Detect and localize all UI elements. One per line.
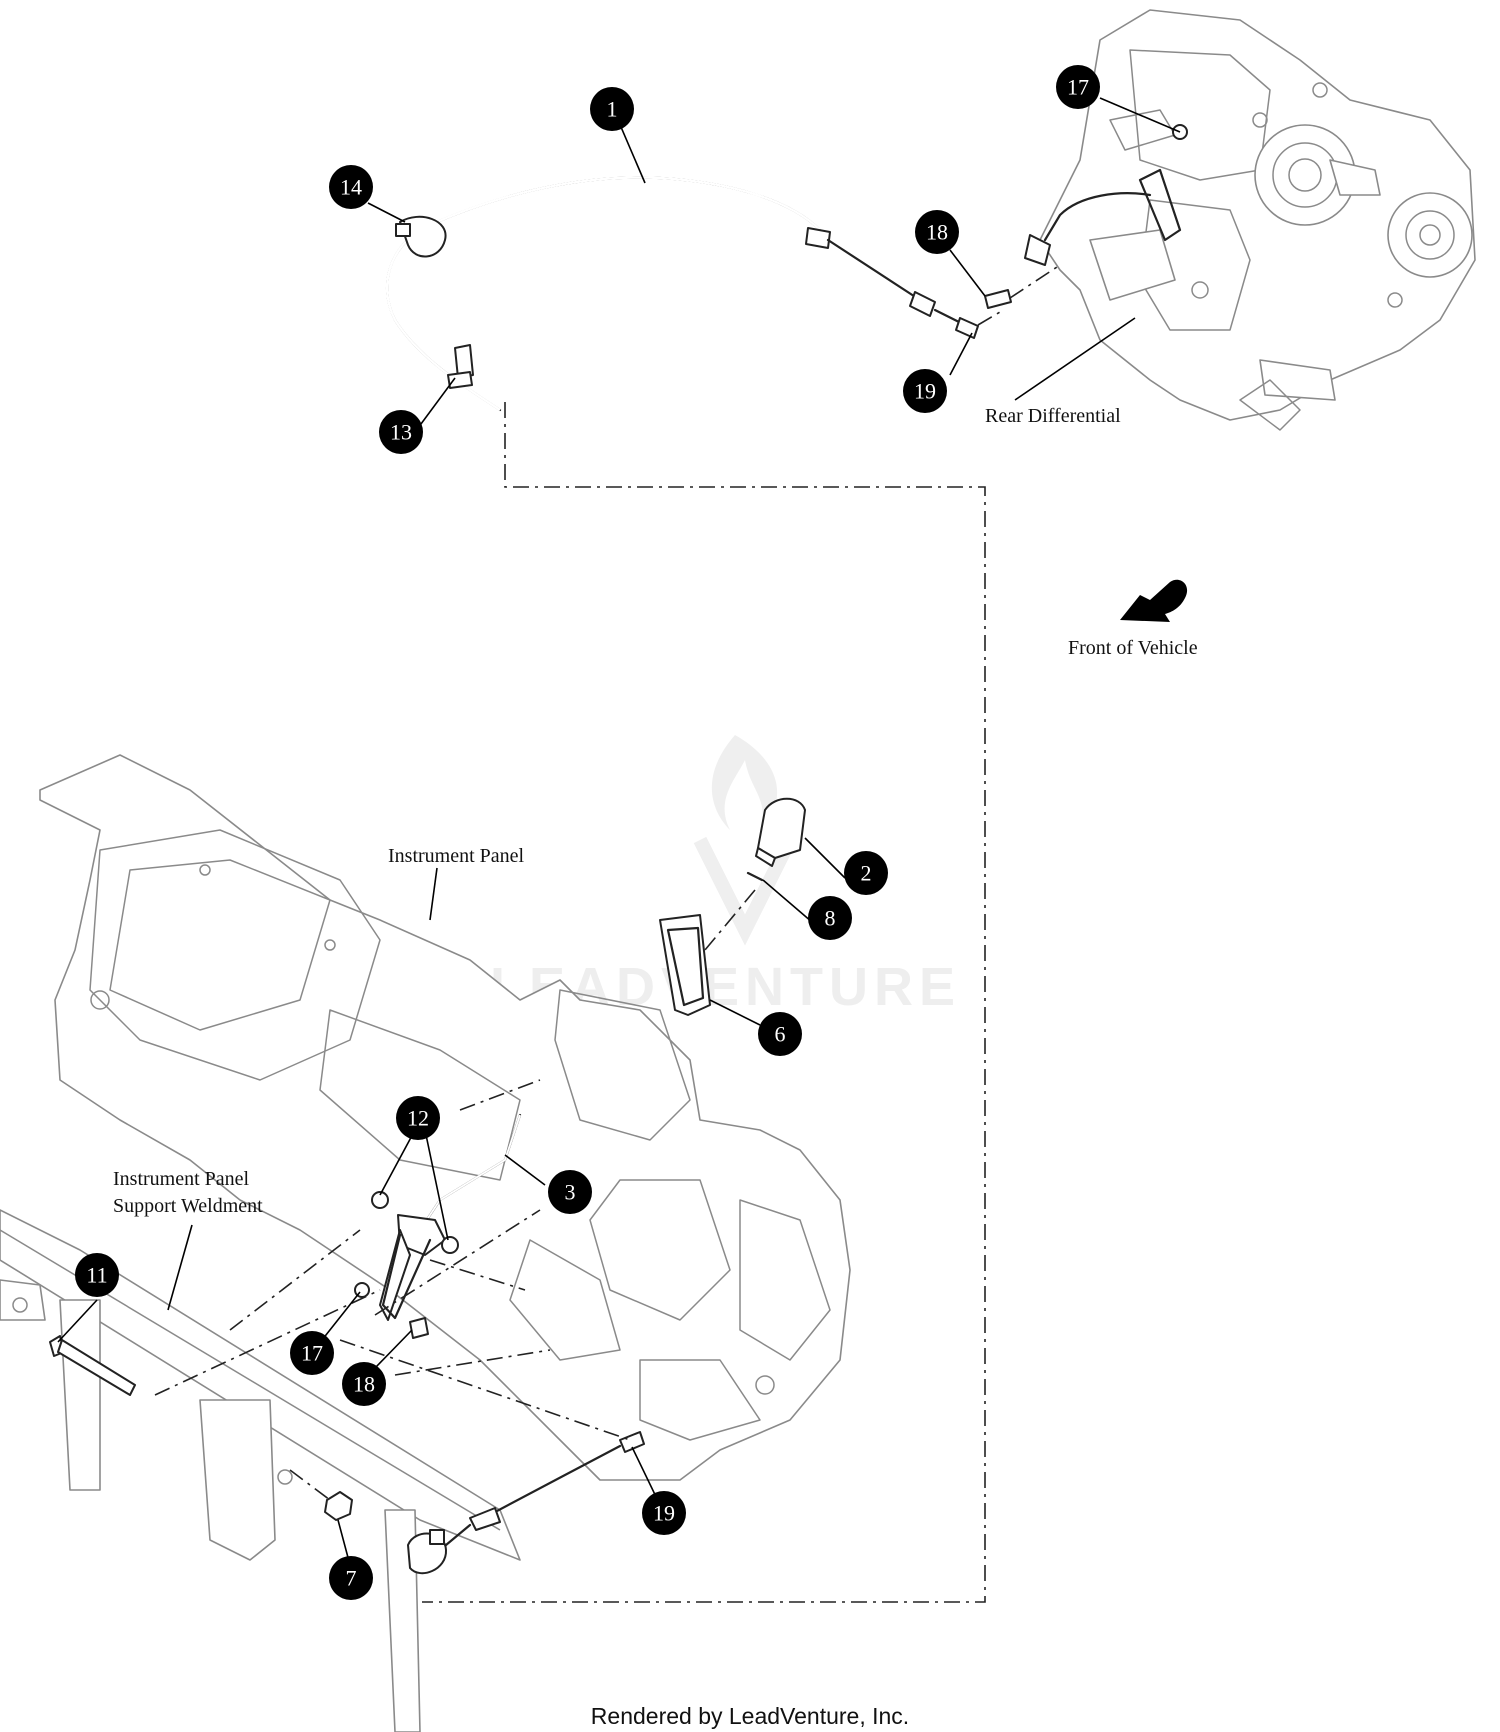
shifter-lever-drawing <box>354 1113 522 1339</box>
callout-19-top: 19 <box>903 369 947 413</box>
callout-7: 7 <box>329 1556 373 1600</box>
label-front-of-vehicle: Front of Vehicle <box>1068 637 1198 659</box>
callout-1: 2 <box>844 851 888 895</box>
label-support-weldment-line1: Instrument Panel <box>113 1168 250 1190</box>
dash-connector <box>154 1289 381 1396</box>
callout-19-bottom: 19 <box>642 1491 686 1535</box>
footer-credit: Rendered by LeadVenture, Inc. <box>591 1703 909 1729</box>
svg-text:2: 2 <box>861 861 872 886</box>
dash-connector <box>459 1079 541 1111</box>
dash-connector <box>977 311 1001 326</box>
dash-connector <box>394 1349 551 1376</box>
callout-2: 3 <box>548 1170 592 1214</box>
dash-connector <box>229 1229 361 1331</box>
dash-connector <box>1009 264 1061 299</box>
callout-12: 12 <box>396 1096 440 1140</box>
svg-text:18: 18 <box>926 220 948 245</box>
dash-connector <box>374 1209 541 1316</box>
rear-differential-drawing <box>1024 9 1476 431</box>
callout-14: 14 <box>329 165 373 209</box>
callout-17-top: 17 <box>1056 65 1100 109</box>
svg-text:17: 17 <box>301 1341 323 1366</box>
callout-17-bottom: 17 <box>290 1331 334 1375</box>
callout-6: 6 <box>758 1012 802 1056</box>
svg-text:8: 8 <box>825 906 836 931</box>
label-support-weldment-line2: Support Weldment <box>113 1195 263 1217</box>
shift-cable-drawing <box>385 176 1012 412</box>
label-rear-differential: Rear Differential <box>985 405 1121 427</box>
callout-11: 11 <box>75 1253 119 1297</box>
svg-text:3: 3 <box>565 1180 576 1205</box>
svg-text:13: 13 <box>390 420 412 445</box>
svg-text:14: 14 <box>340 175 362 200</box>
svg-text:12: 12 <box>407 1106 429 1131</box>
svg-text:19: 19 <box>914 379 936 404</box>
dash-connector <box>339 1339 631 1441</box>
watermark: LEADVENTURE <box>490 735 955 1017</box>
shift-knob-parts <box>659 797 806 1016</box>
dash-connector <box>289 1469 331 1501</box>
callout-3: 1 <box>590 87 634 131</box>
svg-text:7: 7 <box>346 1566 357 1591</box>
callout-13: 13 <box>379 410 423 454</box>
leader-lines <box>57 97 1181 1566</box>
svg-text:18: 18 <box>353 1372 375 1397</box>
instrument-panel-drawing <box>39 754 851 1481</box>
svg-text:19: 19 <box>653 1501 675 1526</box>
lower-cable-drawing <box>407 1431 645 1575</box>
callout-18-bottom: 18 <box>342 1362 386 1406</box>
svg-text:11: 11 <box>86 1263 107 1288</box>
bolt-and-nut <box>49 1335 353 1521</box>
callout-18-top: 18 <box>915 210 959 254</box>
front-arrow-icon <box>1120 579 1188 622</box>
svg-text:17: 17 <box>1067 75 1089 100</box>
cable-route-dashline <box>422 402 986 1603</box>
label-instrument-panel: Instrument Panel <box>388 845 525 867</box>
callout-8: 8 <box>808 896 852 940</box>
svg-text:1: 1 <box>607 97 618 122</box>
svg-text:6: 6 <box>775 1022 786 1047</box>
